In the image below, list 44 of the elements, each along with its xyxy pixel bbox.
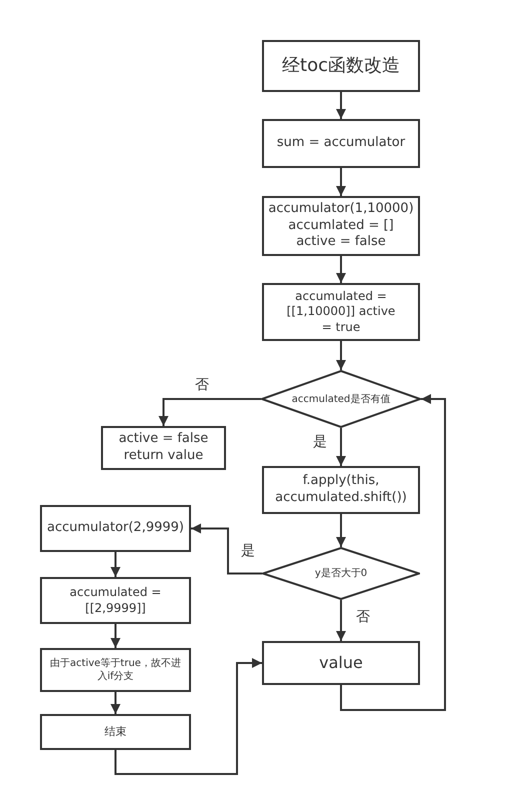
process-box	[40, 714, 191, 750]
box-text: accumulator(2,9999)	[46, 520, 184, 537]
arrow	[191, 524, 262, 574]
box-text: active = false return value	[118, 431, 210, 465]
edge-label: 否	[194, 377, 210, 393]
box-text: accumulated = [[2,9999]]	[68, 584, 162, 616]
process-box	[262, 466, 420, 514]
process-box	[101, 426, 226, 470]
arrow	[110, 552, 120, 577]
box-text: accumulated = [[1,10000]] active = true	[286, 288, 396, 336]
arrow	[336, 256, 346, 283]
arrow	[336, 92, 346, 119]
arrow	[110, 692, 120, 714]
arrow	[114, 658, 262, 775]
box-text: accmulated是否有值	[292, 392, 390, 406]
arrow	[336, 168, 346, 196]
box-text: 结束	[104, 724, 126, 740]
edge-label: 是	[312, 434, 328, 450]
process-box	[262, 283, 420, 341]
edge-label: 否	[355, 609, 371, 625]
box-text: 经toc函数改造	[282, 54, 400, 78]
arrow	[110, 624, 120, 648]
box-text: sum = accumulator	[276, 135, 406, 152]
arrow	[336, 514, 346, 547]
decision-diamond	[261, 370, 421, 428]
process-box	[40, 577, 191, 624]
box-text: y是否大于0	[314, 567, 368, 580]
box-text: f.apply(this, accumulated.shift())	[274, 473, 408, 507]
process-box	[262, 119, 420, 168]
process-box	[40, 505, 191, 552]
process-box	[262, 641, 420, 685]
arrow	[340, 394, 446, 711]
arrow	[336, 600, 346, 641]
arrow	[158, 398, 261, 426]
decision-diamond	[262, 547, 420, 600]
box-text: value	[319, 652, 363, 674]
box-text: accumulator(1,10000) accumlated = [] active = false	[268, 200, 414, 252]
process-box	[262, 40, 420, 92]
process-box	[262, 196, 420, 256]
arrow	[336, 428, 346, 466]
process-box	[40, 648, 191, 692]
edge-label: 是	[240, 543, 256, 559]
box-text: 由于active等于true，故不进入if分支	[49, 657, 182, 683]
arrow	[336, 341, 346, 370]
